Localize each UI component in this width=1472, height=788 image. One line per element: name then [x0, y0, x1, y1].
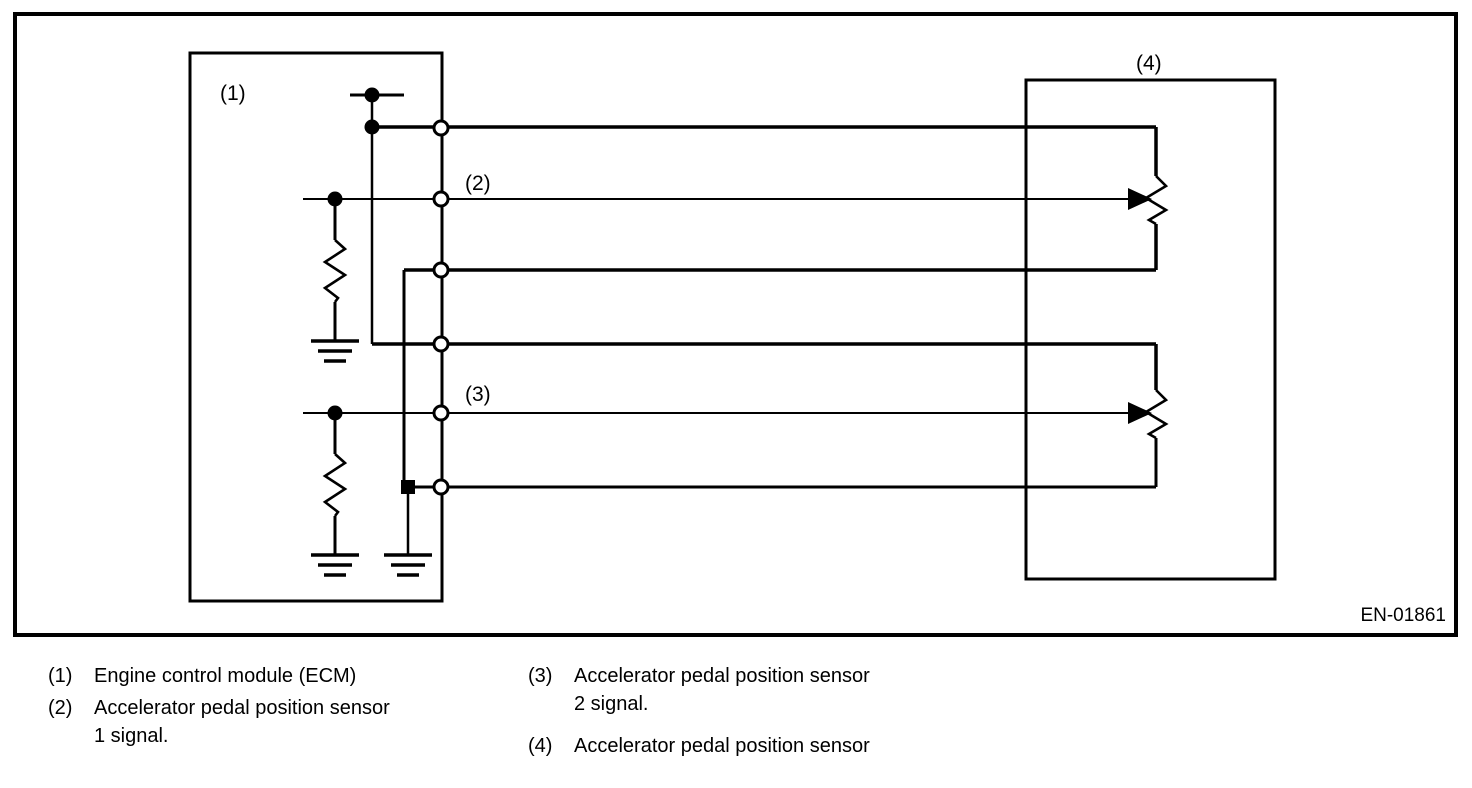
sensor-block	[1024, 78, 1277, 581]
junction-dot-pullup-1	[327, 191, 343, 207]
legend-item-label: Accelerator pedal position sensor	[574, 735, 870, 757]
terminal-sensor-2-signal	[432, 404, 450, 422]
legend-item-number: (2)	[48, 697, 73, 719]
sensor-potentiometer-1	[1128, 127, 1169, 270]
figure-legend: (1) Engine control module (ECM) (2) Acce…	[0, 662, 1472, 788]
junction-dots	[327, 87, 415, 494]
legend-column-right: (3) Accelerator pedal position sensor 2 …	[528, 662, 998, 764]
callout-3: (3)	[465, 383, 491, 406]
terminal-sensor-1-signal	[432, 190, 450, 208]
legend-item: (2) Accelerator pedal position sensor 1 …	[48, 694, 518, 750]
legend-item-label: Engine control module (ECM)	[94, 665, 357, 687]
wiring-diagram: (1) (2) (3) (4)	[13, 12, 1458, 637]
ecm-block	[188, 51, 444, 603]
legend-item-number: (4)	[528, 735, 553, 757]
ecm-ground-2	[311, 553, 359, 577]
pot2-resistor-body	[1143, 389, 1169, 440]
pot1-resistor-body	[1143, 175, 1169, 226]
junction-dot-supply	[364, 119, 380, 135]
terminal-sensor-1-ground	[432, 261, 450, 279]
legend-item-label: Accelerator pedal position sensor 2 sign…	[574, 665, 870, 715]
figure-border	[13, 12, 1458, 637]
legend-item-label: Accelerator pedal position sensor 1 sign…	[94, 697, 390, 747]
connector-terminals	[432, 119, 450, 496]
terminal-sensor-2-ground	[432, 478, 450, 496]
terminal-sensor-2-supply	[432, 335, 450, 353]
legend-column-left: (1) Engine control module (ECM) (2) Acce…	[48, 662, 518, 754]
junction-dot-ground-3	[401, 480, 415, 494]
legend-item: (1) Engine control module (ECM)	[48, 662, 518, 690]
ecm-pullup-resistor-1	[322, 239, 348, 303]
pot1-wiper-arrow	[1128, 188, 1152, 210]
callout-1: (1)	[220, 82, 246, 105]
ecm-pullup-resistor-2	[322, 453, 348, 517]
figure-reference-code: EN-01861	[1360, 605, 1446, 626]
callout-2: (2)	[465, 172, 491, 195]
junction-dot-pullup-2	[327, 405, 343, 421]
ecm-ground-3	[384, 553, 432, 577]
ecm-ground-1	[311, 339, 359, 363]
legend-item: (4) Accelerator pedal position sensor	[528, 732, 998, 760]
junction-dot-supply-stub	[364, 87, 380, 103]
callout-labels: (1) (2) (3) (4)	[220, 52, 1162, 406]
terminal-power-supply	[432, 119, 450, 137]
legend-item: (3) Accelerator pedal position sensor 2 …	[528, 662, 998, 718]
pot2-wiper-arrow	[1128, 402, 1152, 424]
callout-4: (4)	[1136, 52, 1162, 75]
sensor-potentiometer-2	[1128, 344, 1169, 487]
legend-item-number: (1)	[48, 665, 73, 687]
legend-item-number: (3)	[528, 665, 553, 687]
harness-wiring	[441, 125, 1156, 489]
